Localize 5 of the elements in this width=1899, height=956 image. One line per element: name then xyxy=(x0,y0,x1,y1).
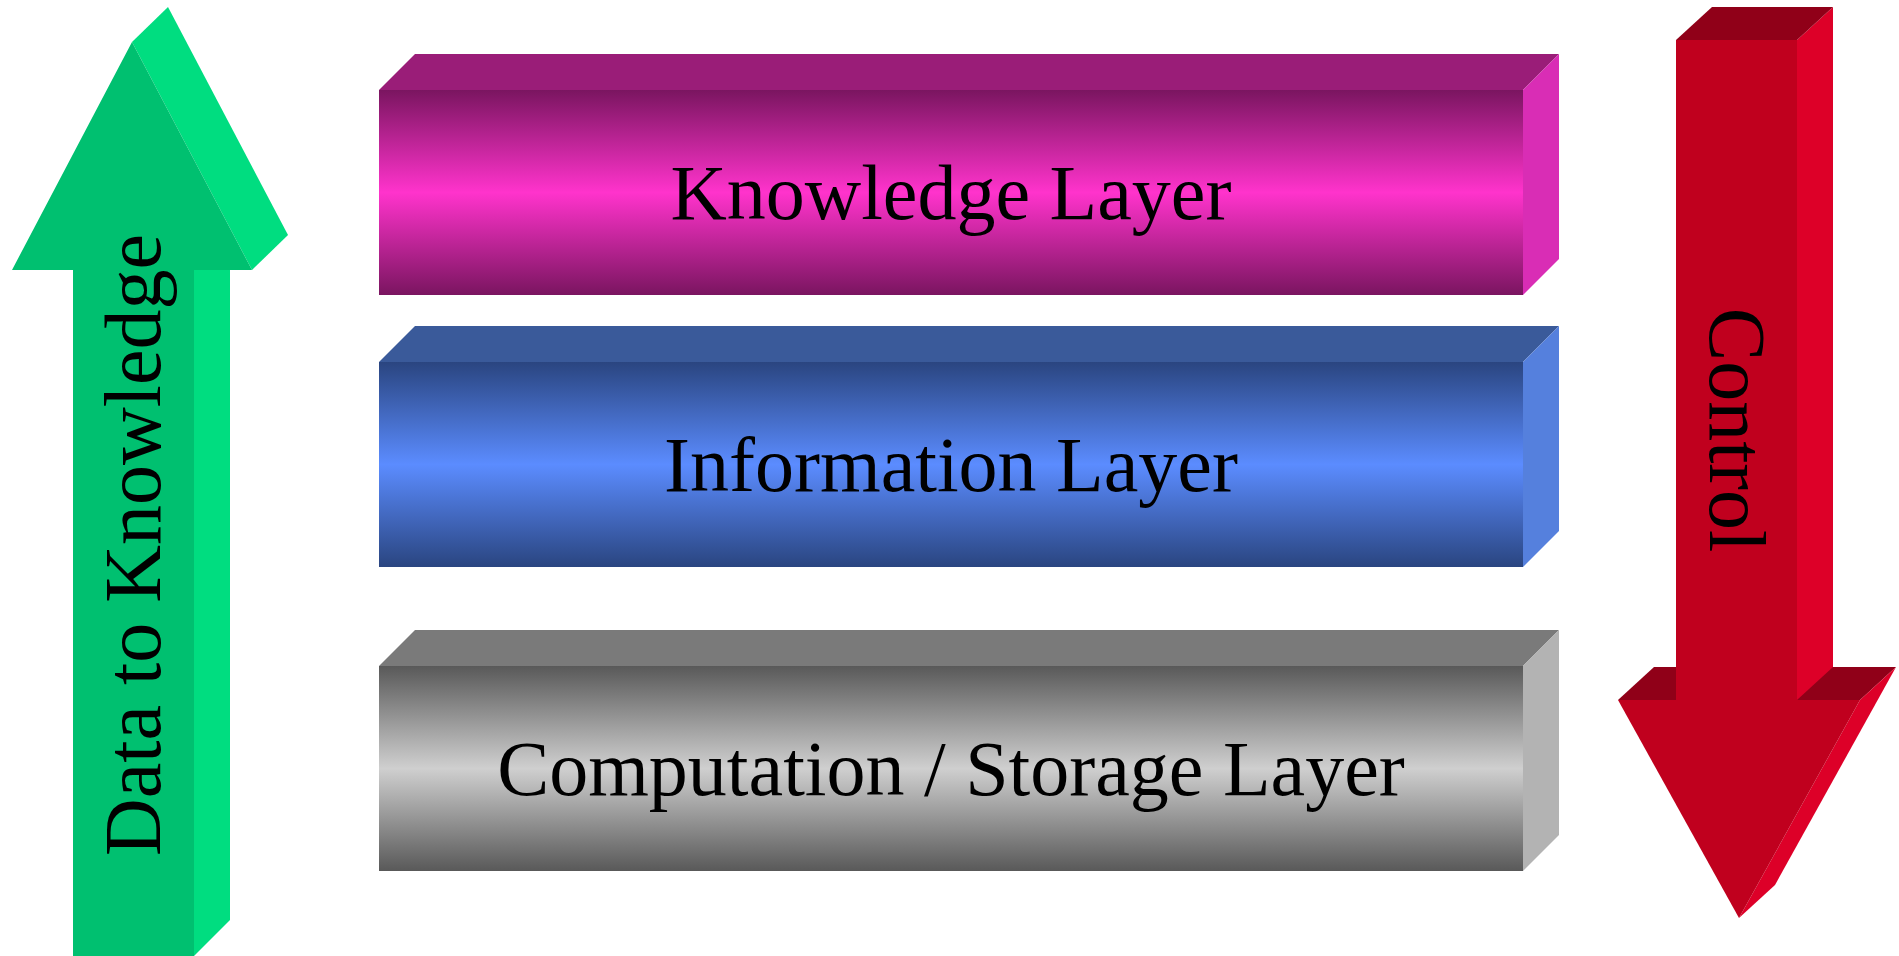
arrow-label: Data to Knowledge xyxy=(87,234,178,856)
layer-label: Computation / Storage Layer xyxy=(497,723,1405,814)
layer-label: Knowledge Layer xyxy=(670,147,1232,238)
layer-label: Information Layer xyxy=(664,419,1238,510)
arrow-label: Control xyxy=(1691,307,1782,553)
